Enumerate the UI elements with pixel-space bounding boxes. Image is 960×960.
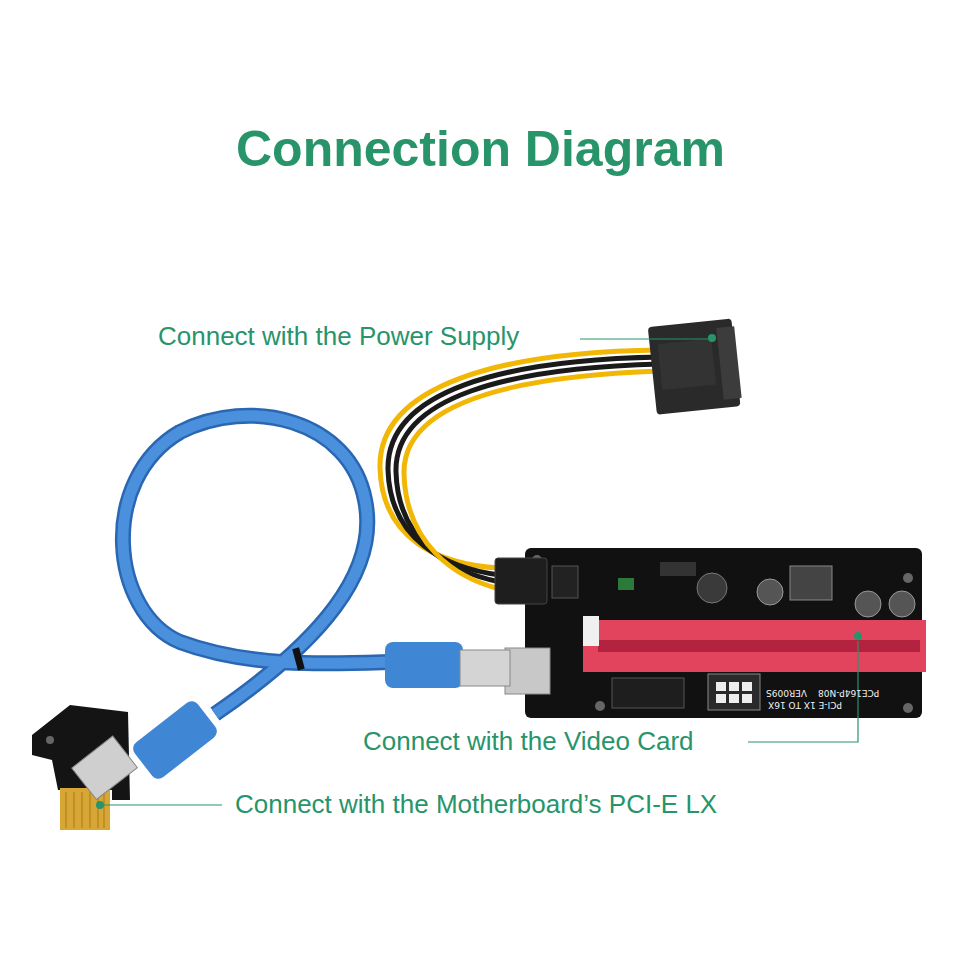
silkscreen-text: PCI-E 1X TO 16X — [768, 700, 842, 710]
callout-label: Connect with the Power Supply — [158, 321, 519, 352]
callout-label: Connect with the Video Card — [363, 726, 694, 757]
silkscreen-text: PCE164P-N08 — [818, 688, 879, 698]
callout-label: Connect with the Motherboard’s PCI-E LX — [235, 789, 717, 820]
sata-connector — [648, 318, 743, 415]
pcie-x1-card — [32, 705, 137, 830]
riser-board — [495, 548, 926, 718]
silkscreen-text: VER009S — [766, 688, 807, 698]
diagram-title: Connection Diagram — [236, 120, 725, 178]
